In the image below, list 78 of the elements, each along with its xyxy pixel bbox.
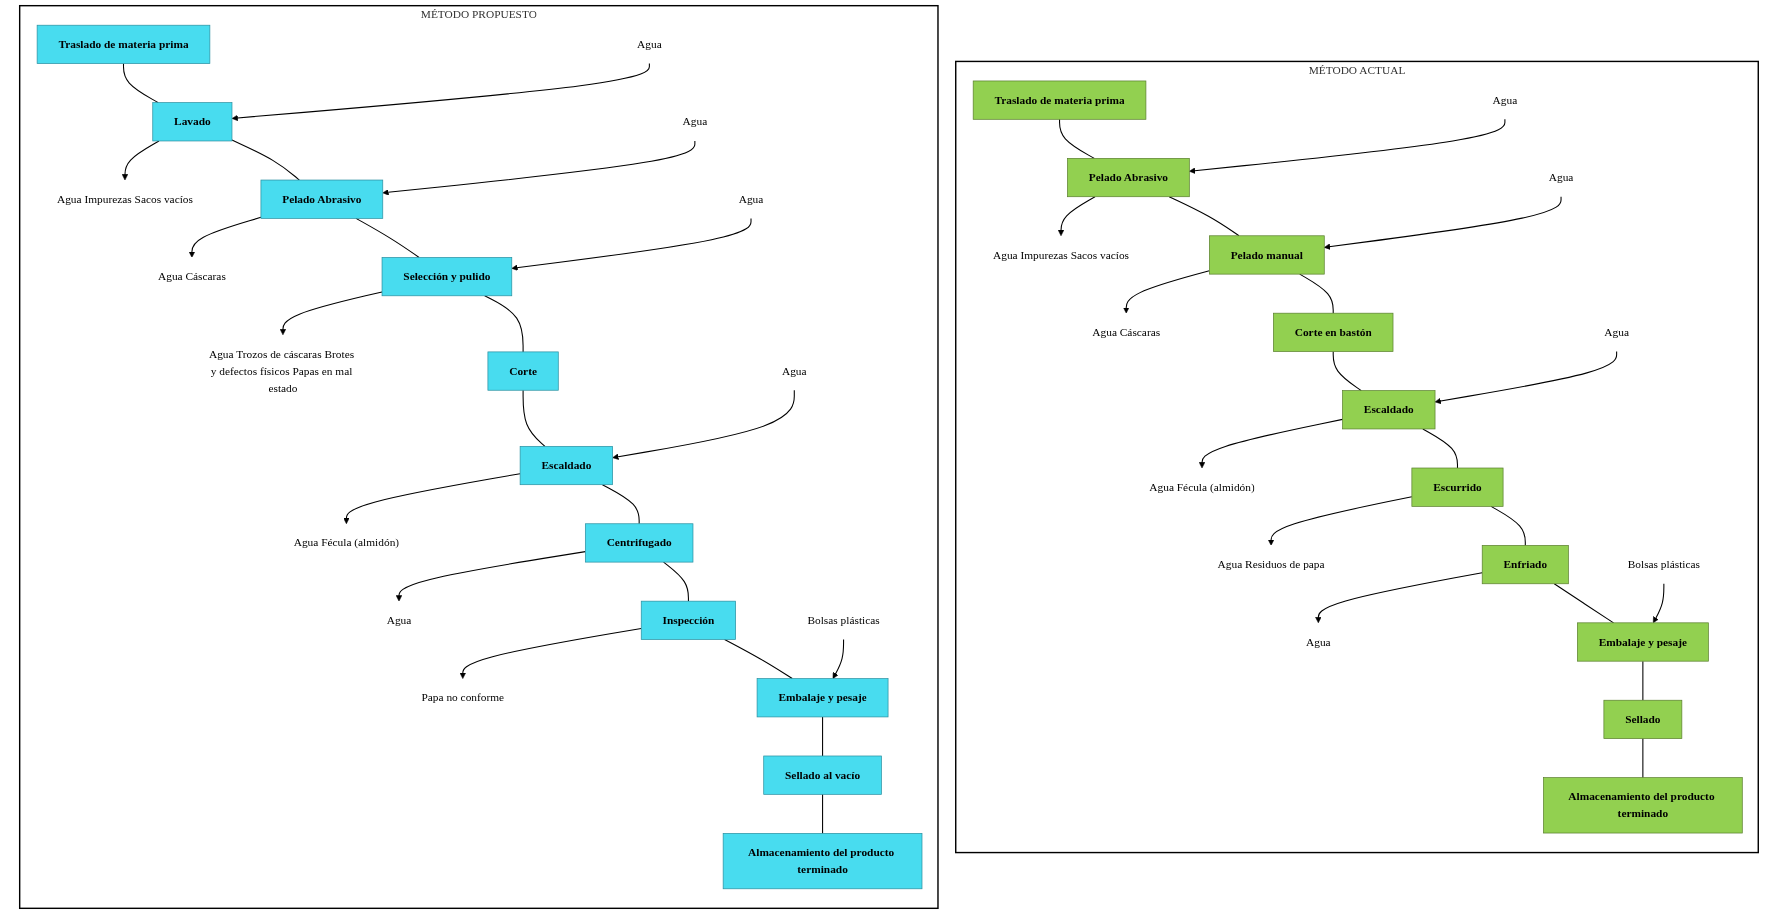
- node-text: Agua: [1603, 325, 1629, 339]
- node-text: Agua Residuos de papa: [1217, 558, 1325, 571]
- node-box: Traslado de materia prima: [972, 80, 1146, 120]
- node-text: Agua Fécula (almidón): [1148, 480, 1255, 493]
- arrow: [342, 473, 521, 525]
- node-text: Agua: [386, 613, 411, 627]
- node-text: Bolsas plásticas: [1627, 558, 1700, 571]
- arrow: [231, 63, 650, 122]
- arrow: [121, 140, 160, 181]
- node-box: Centrifugado: [584, 523, 693, 563]
- node-box: Traslado de materia prima: [36, 24, 210, 64]
- arrow: [1652, 583, 1664, 624]
- connector: [1421, 428, 1458, 469]
- node-box: Selección y pulido: [381, 257, 512, 297]
- node-box: Pelado manual: [1208, 235, 1325, 275]
- arrow: [1188, 118, 1505, 174]
- arrow: [395, 551, 586, 602]
- node-box: Inspección: [640, 600, 736, 640]
- node-text: Agua Cáscaras: [1091, 325, 1160, 339]
- node-text: Agua: [682, 115, 707, 128]
- node-text: Agua: [636, 38, 662, 51]
- node-text: Papa no conforme: [420, 691, 504, 704]
- arrow: [1057, 196, 1096, 237]
- connector: [821, 716, 823, 757]
- connector: [1553, 583, 1614, 624]
- connector: [1641, 660, 1643, 701]
- node-text: Agua: [1548, 171, 1573, 184]
- node-text: Agua: [1305, 635, 1331, 648]
- connector: [821, 793, 823, 834]
- connector: [1058, 118, 1095, 159]
- node-box: Pelado Abrasivo: [1066, 158, 1190, 198]
- arrow: [1267, 496, 1412, 546]
- node-box: Embalaje y pesaje: [1576, 622, 1709, 662]
- node-box: Escaldado: [1341, 390, 1435, 430]
- arrow: [1434, 351, 1617, 405]
- node-text: Agua Cáscaras: [157, 270, 226, 283]
- connector: [1168, 196, 1240, 237]
- node-box: Sellado: [1603, 699, 1682, 739]
- node-text: Agua: [1492, 93, 1517, 106]
- arrow: [1122, 270, 1210, 314]
- connector: [122, 63, 159, 104]
- node-text: Agua Impurezas Sacos vacíos: [56, 192, 193, 205]
- node-box: Corte en bastón: [1272, 312, 1393, 352]
- arrow: [188, 216, 261, 258]
- node-box: Escaldado: [519, 446, 613, 486]
- node-box: Lavado: [151, 102, 232, 142]
- arrow: [611, 389, 795, 460]
- connector: [1490, 505, 1526, 546]
- connector: [662, 561, 689, 602]
- node-box: Pelado Abrasivo: [260, 179, 383, 219]
- node-box: Corte: [487, 351, 559, 391]
- connector: [522, 389, 545, 447]
- node-box: Enfriado: [1481, 545, 1569, 585]
- node-text: Agua: [781, 364, 807, 377]
- connector: [723, 638, 793, 680]
- node-box: Almacenamiento del producto terminado: [722, 833, 922, 890]
- arrow: [1198, 418, 1343, 469]
- connector: [1641, 738, 1643, 779]
- arrow: [1323, 196, 1562, 250]
- node-box: Sellado al vacío: [762, 755, 882, 795]
- node-box: Almacenamiento del producto terminado: [1542, 777, 1743, 834]
- node-box: Escurrido: [1411, 467, 1503, 507]
- arrow: [832, 638, 844, 679]
- connector: [601, 484, 640, 525]
- node-text: Agua Trozos de cáscaras Brotes y defectos físicos Papas en mal estado: [208, 347, 354, 394]
- node-text: Agua: [738, 192, 763, 205]
- node-text: Bolsas plásticas: [806, 613, 880, 627]
- node-text: Agua Impurezas Sacos vacíos: [992, 248, 1129, 261]
- arrow: [511, 217, 752, 271]
- arrow: [1314, 572, 1483, 624]
- connector: [1332, 351, 1362, 392]
- node-box: Embalaje y pesaje: [756, 678, 888, 718]
- connector: [230, 139, 300, 181]
- node-text: Agua Fécula (almidón): [293, 536, 399, 549]
- arrow: [459, 627, 642, 679]
- connector: [483, 295, 524, 353]
- arrow: [382, 140, 695, 196]
- arrow: [279, 291, 383, 336]
